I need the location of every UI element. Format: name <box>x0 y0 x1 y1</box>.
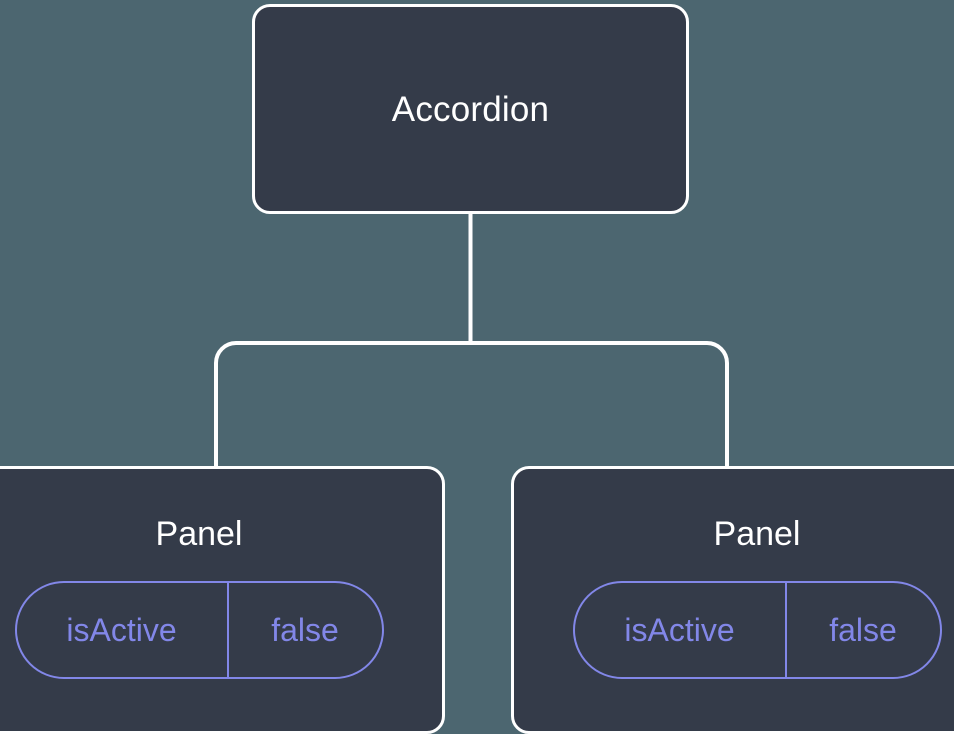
node-panel-right-title: Panel <box>713 515 801 553</box>
node-accordion[interactable]: Accordion <box>252 4 689 214</box>
node-panel-left-title: Panel <box>155 515 243 553</box>
state-value-label: false <box>784 583 940 677</box>
state-key-label: isActive <box>624 612 735 648</box>
state-badge-right[interactable]: isActive false <box>572 581 942 679</box>
edge-to-panel-left <box>214 341 471 470</box>
node-panel-left[interactable]: Panel isActive false <box>0 466 445 734</box>
state-key-label: isActive <box>66 612 177 648</box>
state-value-label: false <box>226 583 382 677</box>
node-accordion-title: Accordion <box>391 89 550 129</box>
node-panel-right[interactable]: Panel isActive false <box>511 466 954 734</box>
state-badge-left[interactable]: isActive false <box>14 581 384 679</box>
edge-to-panel-right <box>470 341 729 470</box>
